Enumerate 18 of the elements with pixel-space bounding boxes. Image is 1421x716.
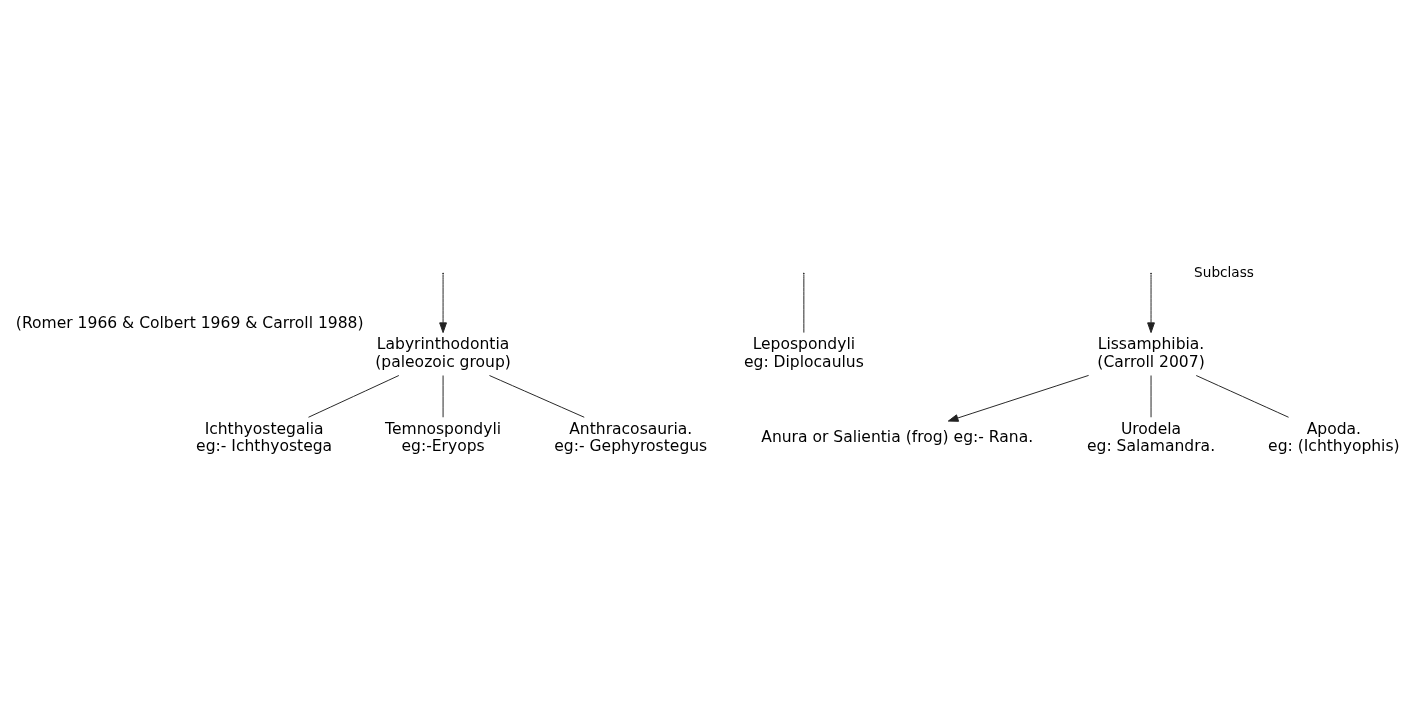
node-text: Apoda. eg: (Ichthyophis) (1268, 419, 1400, 456)
connector (803, 273, 805, 334)
arrow (1147, 273, 1155, 334)
node-text: Lissamphibia. (Carroll 2007) (1097, 335, 1205, 371)
node-text: Labyrinthodontia (paleozoic group) (375, 335, 511, 371)
arrow (439, 273, 447, 334)
node-text: Ichthyostegalia eg:- Ichthyostega (196, 419, 333, 456)
connector (308, 375, 400, 418)
node-text: Temnospondyli eg:-Eryops (385, 419, 502, 456)
connector (489, 375, 585, 418)
node-text: Urodela eg: Salamandra. (1086, 419, 1216, 456)
label: Subclass (1194, 263, 1254, 280)
connector (1195, 375, 1290, 418)
node-label: (Romer 1966 & Colbert 1969 & Carroll 1988) (15, 313, 364, 332)
node-text: Anthracosauria. eg:- Gephyrostegus (554, 419, 708, 456)
node-text: Lepospondyli eg: Diplocaulus (743, 335, 864, 371)
arrow (947, 374, 1090, 422)
node-text: Anura or Salientia (frog) eg:- Rana. (761, 428, 1034, 447)
